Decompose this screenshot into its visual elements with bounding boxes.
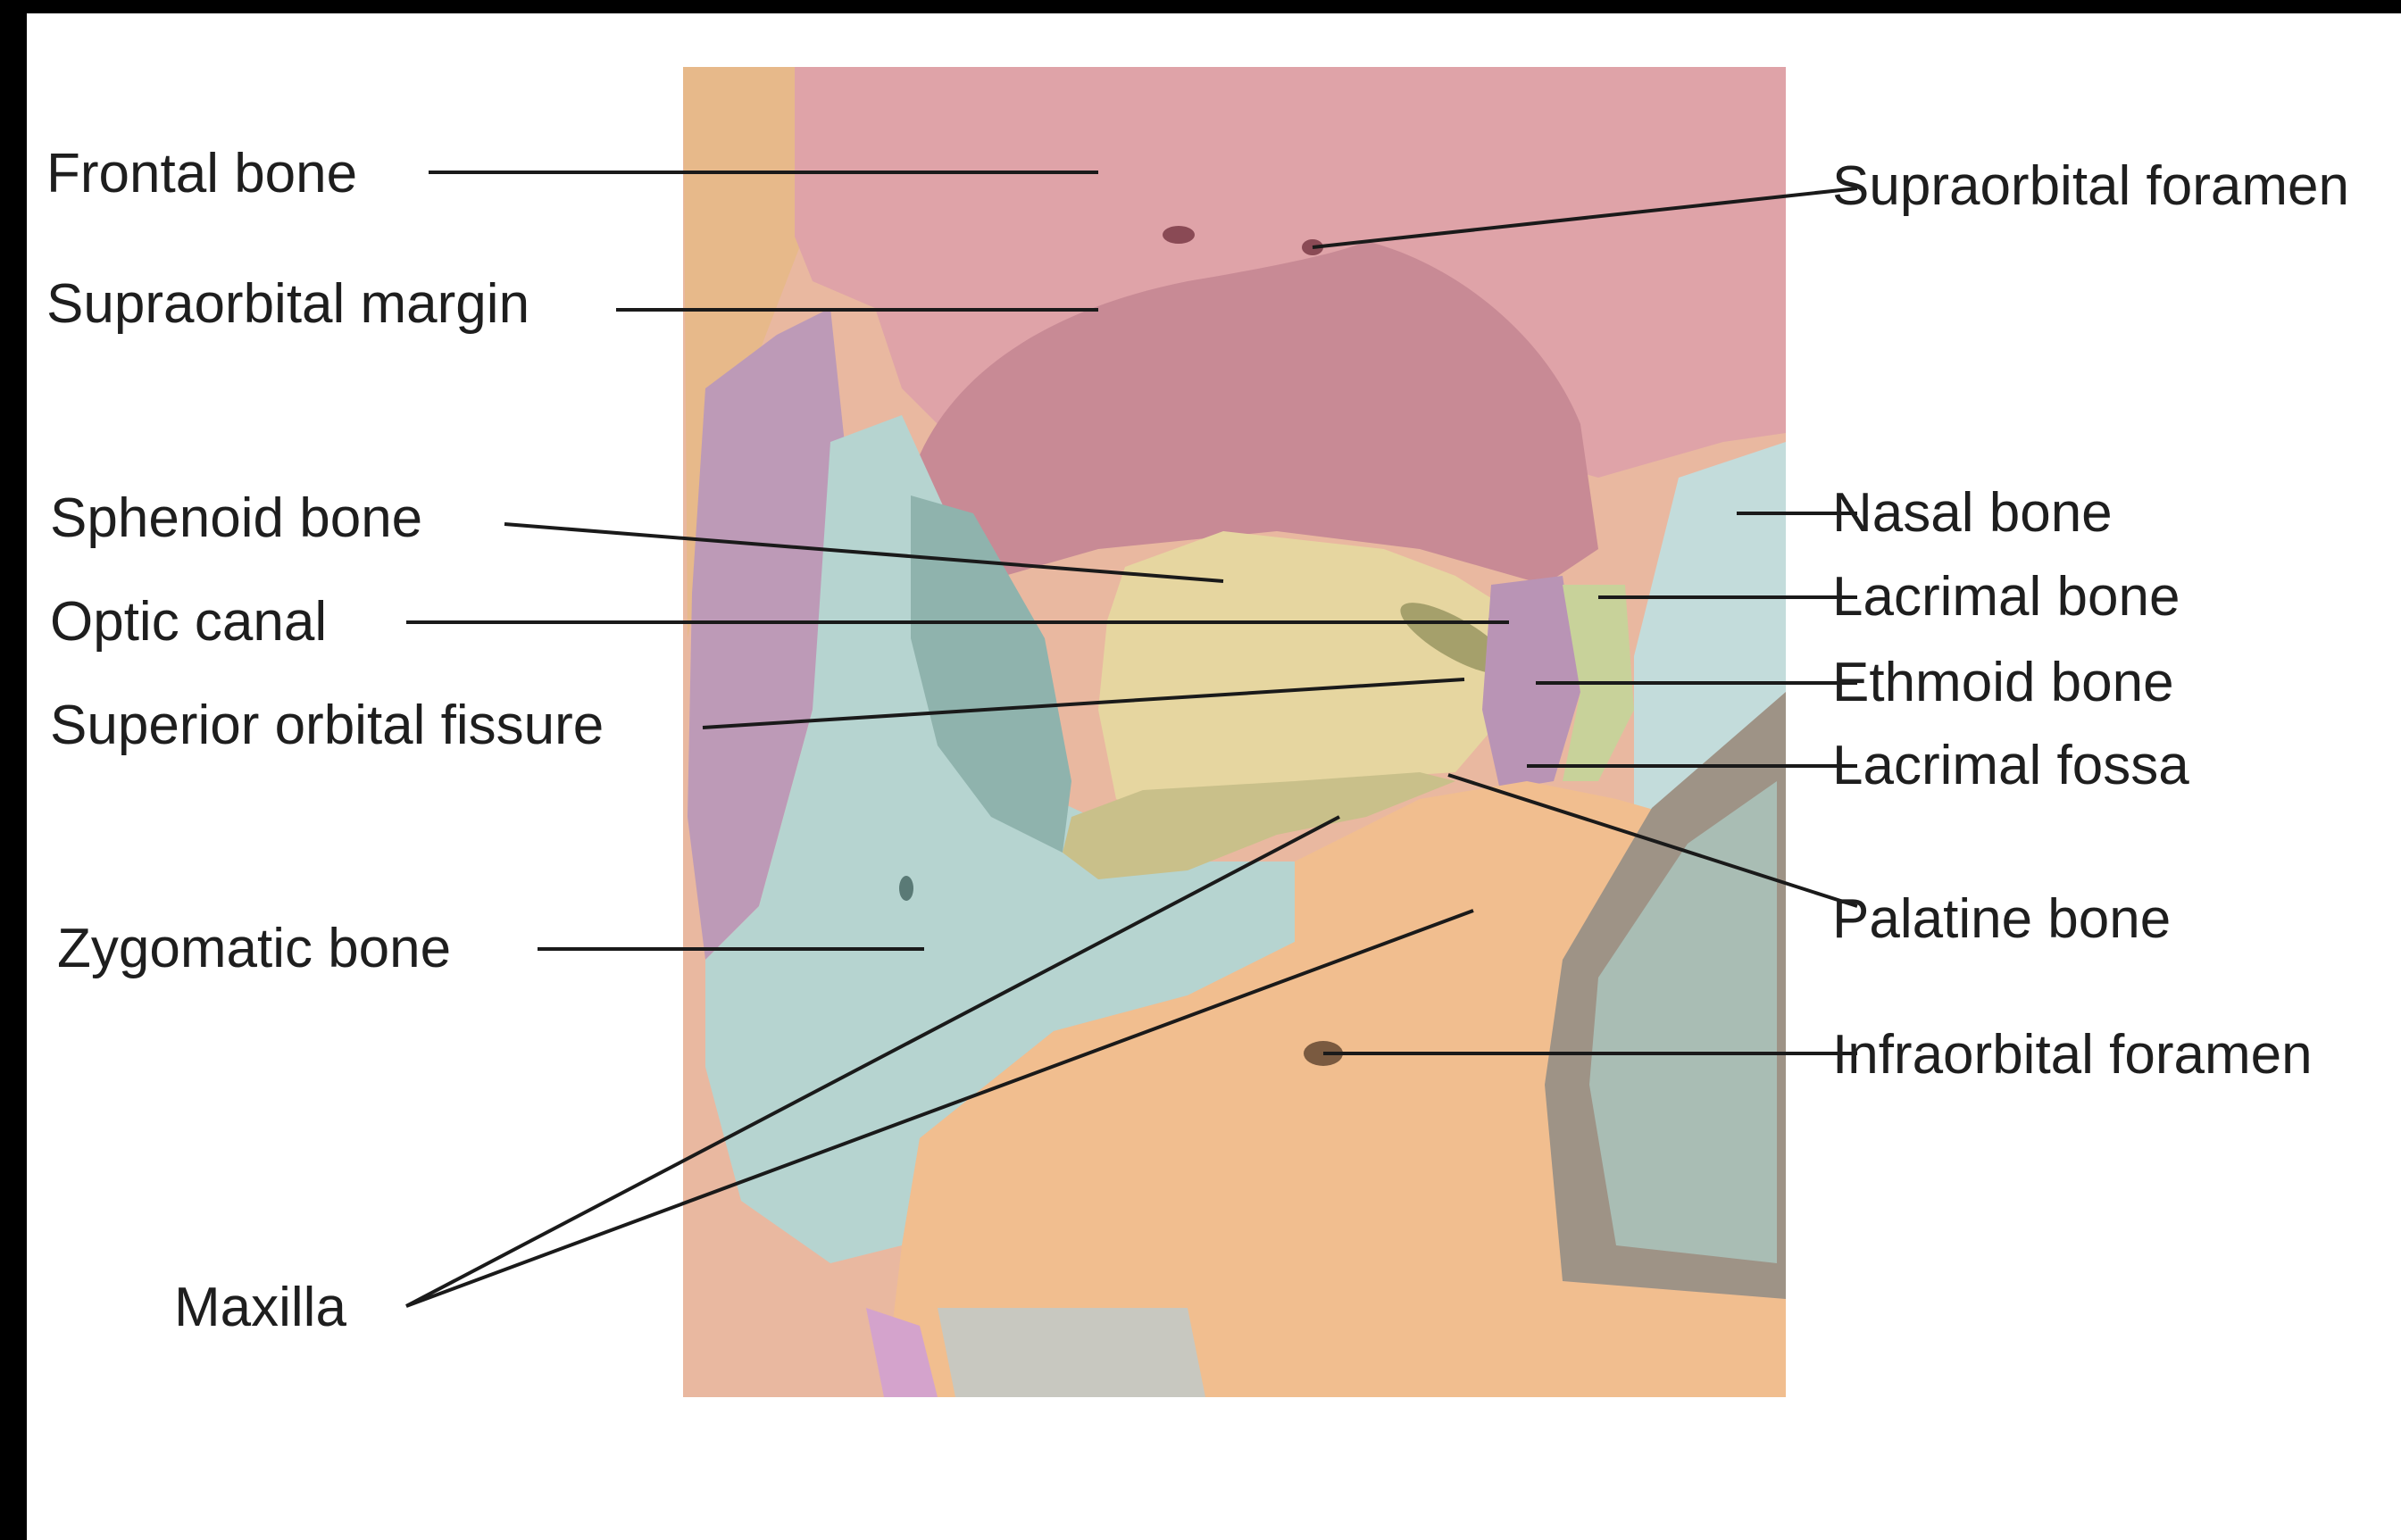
label-maxilla: Maxilla — [174, 1277, 346, 1338]
label-optic-canal: Optic canal — [50, 591, 327, 653]
label-frontal-bone: Frontal bone — [46, 143, 357, 204]
label-palatine-bone: Palatine bone — [1832, 888, 2171, 950]
label-zygomatic-bone: Zygomatic bone — [57, 918, 451, 979]
labels-left: Frontal bone Supraorbital margin Sphenoi… — [46, 143, 604, 1338]
label-nasal-bone: Nasal bone — [1832, 482, 2113, 544]
labels-right: Supraorbital foramen Nasal bone Lacrimal… — [1832, 155, 2349, 1086]
label-supraorbital-margin: Supraorbital margin — [46, 273, 529, 335]
label-lacrimal-fossa: Lacrimal fossa — [1832, 735, 2189, 796]
lower-teeth-region — [938, 1308, 1205, 1397]
label-ethmoid-bone: Ethmoid bone — [1832, 652, 2174, 713]
label-lacrimal-bone: Lacrimal bone — [1832, 566, 2180, 628]
label-superior-orbital-fissure: Superior orbital fissure — [50, 695, 604, 756]
diagram-canvas: Frontal bone Supraorbital margin Sphenoi… — [27, 13, 2401, 1540]
orbit-bones-diagram: Frontal bone Supraorbital margin Sphenoi… — [27, 13, 2401, 1540]
label-sphenoid-bone: Sphenoid bone — [50, 487, 422, 549]
zygomaticofacial-foramen — [899, 876, 913, 901]
supraorbital-notch — [1163, 226, 1195, 244]
label-supraorbital-foramen: Supraorbital foramen — [1832, 155, 2349, 217]
label-infraorbital-foramen: Infraorbital foramen — [1832, 1024, 2313, 1086]
skull-illustration — [683, 67, 1786, 1397]
